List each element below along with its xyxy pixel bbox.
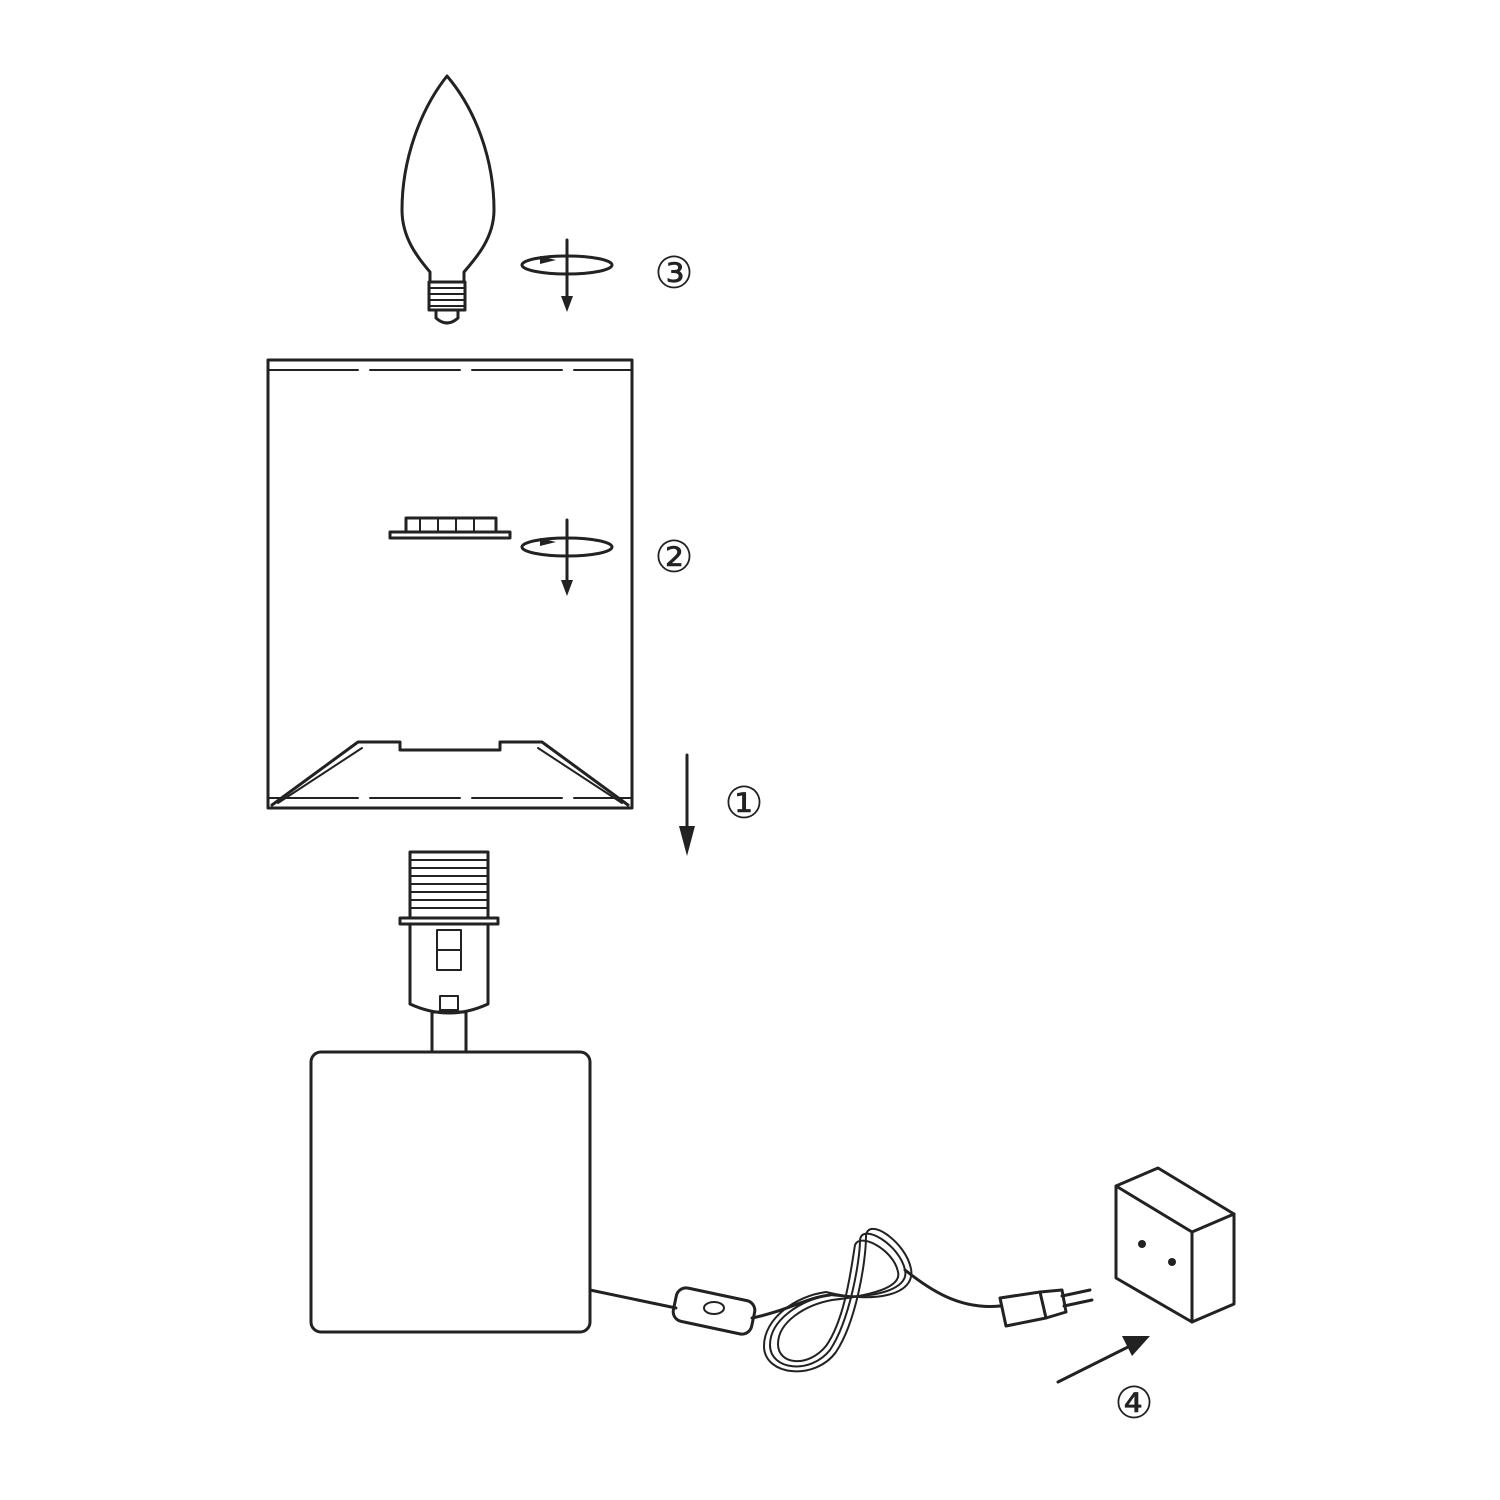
power-cord (588, 1228, 1094, 1373)
inline-switch (671, 1286, 757, 1336)
rotate-down-arrow-icon-3 (520, 238, 614, 312)
step-label-1: ① (724, 778, 763, 829)
rotate-down-arrow-icon-2 (520, 518, 614, 596)
ring-nut (388, 516, 512, 540)
lamp-shade (266, 358, 634, 810)
diagonal-arrow-icon-4 (1056, 1336, 1150, 1384)
step-label-4: ④ (1114, 1378, 1153, 1429)
lamp-base (309, 1050, 592, 1334)
candle-bulb (400, 74, 496, 325)
power-plug (998, 1288, 1094, 1328)
lamp-socket (398, 850, 500, 1054)
down-arrow-icon-1 (679, 753, 695, 856)
step-label-3: ③ (654, 248, 693, 299)
step-label-2: ② (654, 532, 693, 583)
wall-socket (1114, 1166, 1236, 1324)
